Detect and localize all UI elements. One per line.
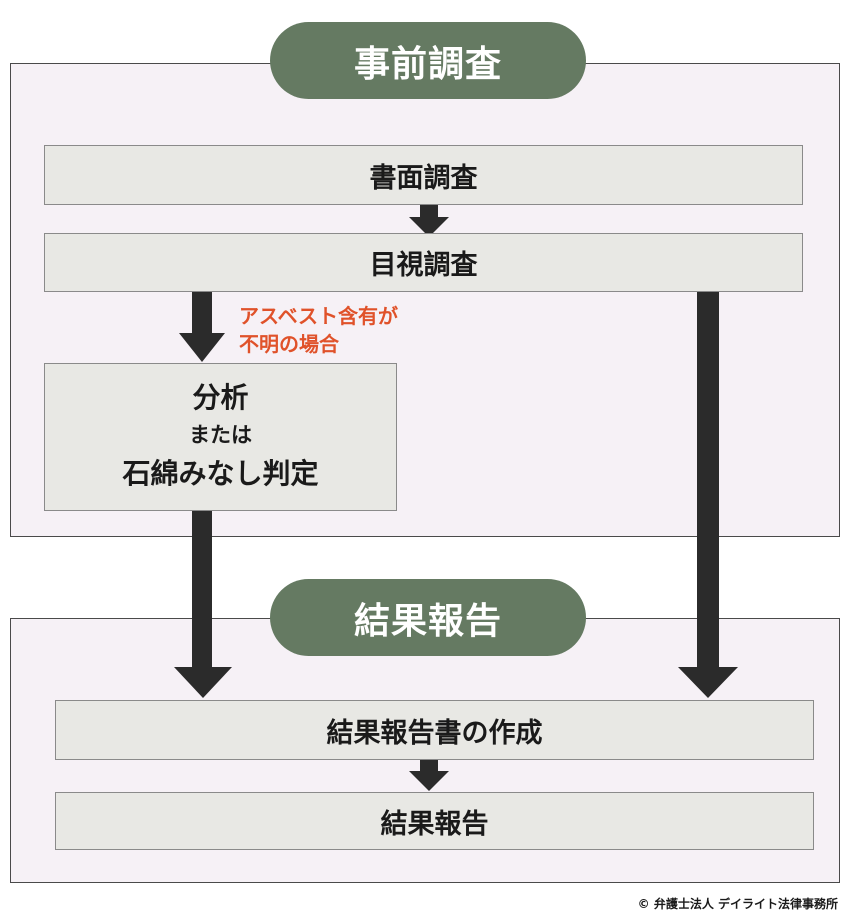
arrow-analysis-to-report [174, 510, 232, 698]
arrow-visual-to-report [678, 291, 738, 698]
condition-line-2: 不明の場合 [239, 332, 339, 356]
arrow-create-to-report [409, 759, 449, 791]
analysis-line-1: 分析 [192, 381, 249, 414]
report-box: 結果報告 [55, 792, 814, 850]
analysis-line-3: 石綿みなし判定 [122, 457, 319, 490]
document-survey-box: 書面調査 [44, 145, 803, 205]
condition-label: アスベスト含有が 不明の場合 [239, 302, 398, 358]
analysis-box: 分析 または 石綿みなし判定 [44, 363, 397, 511]
copyright-credit: © 弁護士法人 デイライト法律事務所 [637, 897, 838, 911]
analysis-line-2: または [189, 423, 252, 447]
condition-line-1: アスベスト含有が [239, 304, 398, 328]
pre-survey-title: 事前調査 [270, 22, 586, 99]
arrow-visual-to-analysis [179, 291, 225, 362]
result-report-title: 結果報告 [270, 579, 586, 656]
arrow-document-to-visual [409, 204, 449, 237]
visual-survey-box: 目視調査 [44, 233, 803, 292]
create-report-box: 結果報告書の作成 [55, 700, 814, 760]
